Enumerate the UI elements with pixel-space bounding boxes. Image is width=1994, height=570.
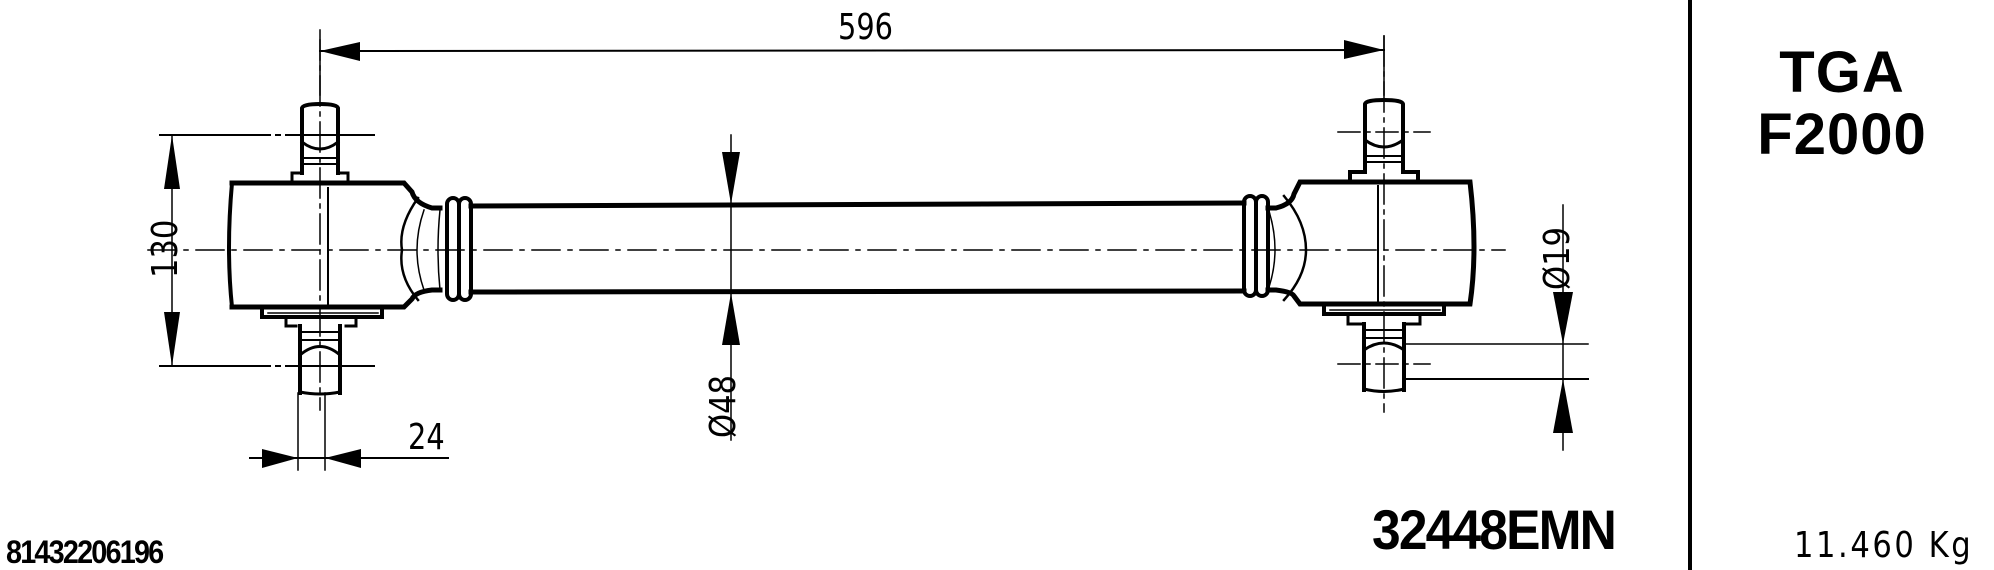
right-eye-joint [1242,35,1477,413]
dimension-130 [159,134,375,367]
reference-number: 81432206196 [6,534,164,570]
weight-label: 11.460 Kg [1794,525,1974,566]
dimension-label-24: 24 [408,417,445,458]
dimension-diameter-19 [1403,204,1589,451]
dimension-label-130: 130 [145,219,186,278]
left-eye-joint [227,29,473,411]
model-title-line1: TGA [1779,40,1905,105]
part-code: 32448EMN [1372,498,1617,561]
tube [468,200,1247,295]
dimension-label-diameter-48: Ø48 [703,374,744,438]
dimension-24 [249,392,449,471]
dimension-diameter-48 [722,134,740,441]
model-title-line2: F2000 [1757,102,1927,167]
dimension-label-596: 596 [838,7,893,48]
dimension-label-diameter-19: Ø19 [1537,226,1578,290]
